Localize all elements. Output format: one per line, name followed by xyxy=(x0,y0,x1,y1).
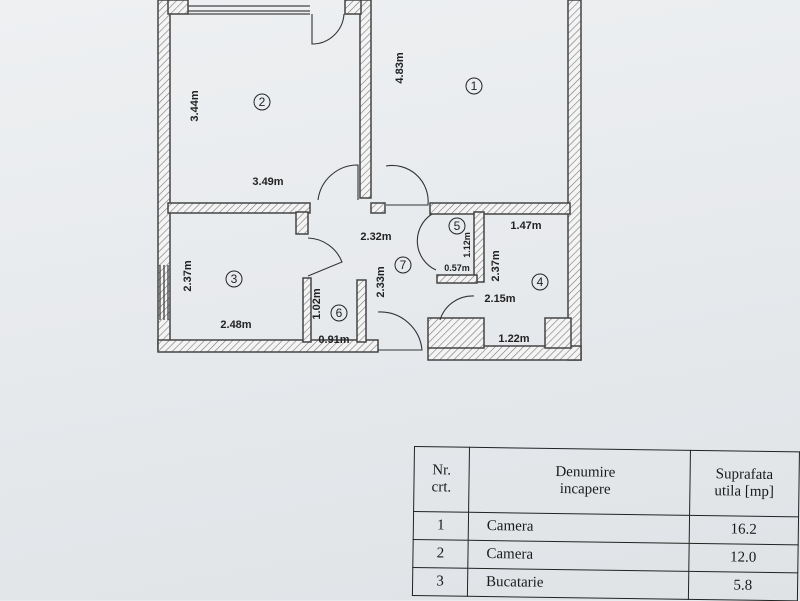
room-number-2: 2 xyxy=(253,93,271,111)
table-row: 3 Bucatarie 5.8 xyxy=(412,567,798,601)
dim-room3-width: 2.48m xyxy=(220,319,251,331)
room-number-6: 6 xyxy=(330,304,348,322)
svg-text:7: 7 xyxy=(400,258,407,272)
dimension-labels: 4.83m 3.44m 3.49m 2.32m 1.47m 1.12m 0.57… xyxy=(182,52,542,346)
dim-closet5-width: 0.57m xyxy=(444,263,470,273)
wall-room1-bottom xyxy=(429,202,571,215)
cell-name: Camera xyxy=(468,512,690,544)
wall-room4-left xyxy=(473,211,485,283)
wall-top-mid xyxy=(344,0,362,15)
dim-room4-top: 1.47m xyxy=(510,220,541,232)
door-closet5 xyxy=(416,213,437,271)
dim-corridor-width: 2.32m xyxy=(360,231,391,243)
wall-room3-right xyxy=(295,211,309,235)
wall-room4-lower-left xyxy=(427,317,485,349)
cell-area: 12.0 xyxy=(688,543,799,573)
cell-nr: 3 xyxy=(412,567,468,597)
door-room1 xyxy=(385,164,429,206)
dim-room4-height: 2.37m xyxy=(490,250,502,281)
header-nr: Nr.crt. xyxy=(413,446,470,513)
wall-closet6-left xyxy=(302,277,312,343)
svg-text:5: 5 xyxy=(454,219,461,233)
svg-text:2: 2 xyxy=(259,95,266,109)
svg-text:1: 1 xyxy=(471,79,478,93)
dim-closet5-height: 1.12m xyxy=(462,232,472,258)
doors xyxy=(307,13,475,351)
window-left xyxy=(159,265,169,320)
dim-room4-bottom: 1.22m xyxy=(498,333,529,345)
wall-closet6-right xyxy=(356,279,367,343)
wall-room4-lower-right xyxy=(544,317,572,349)
dim-room2-height: 3.44m xyxy=(189,90,201,121)
door-room3 xyxy=(307,237,343,277)
window-top xyxy=(188,5,310,15)
wall-closet5-bottom xyxy=(436,274,478,284)
wall-room2-right xyxy=(359,0,372,199)
dim-room2-width: 3.49m xyxy=(252,176,283,188)
dim-room4-width: 2.15m xyxy=(484,293,515,305)
cell-name: Camera xyxy=(467,540,689,572)
wall-right-outer xyxy=(567,0,582,361)
room-number-5: 5 xyxy=(448,217,466,235)
dim-room1-height: 4.83m xyxy=(394,52,406,83)
walls xyxy=(157,0,582,361)
dim-closet6-height: 1.02m xyxy=(311,288,323,319)
cell-area: 5.8 xyxy=(687,571,798,601)
cell-area: 16.2 xyxy=(688,515,799,545)
svg-text:6: 6 xyxy=(336,306,343,320)
svg-text:3: 3 xyxy=(231,272,238,286)
door-room4 xyxy=(439,295,475,321)
room-number-7: 7 xyxy=(394,256,412,274)
cell-nr: 1 xyxy=(413,511,469,541)
dim-closet6-width: 0.91m xyxy=(318,334,349,346)
room-number-1: 1 xyxy=(465,77,483,95)
door-room2-top xyxy=(311,13,345,45)
dim-room3-height: 2.37m xyxy=(182,260,194,291)
wall-room2-bottom xyxy=(167,202,311,214)
room-number-3: 3 xyxy=(225,270,243,288)
wall-top-left xyxy=(167,0,189,15)
svg-text:4: 4 xyxy=(537,275,544,289)
wall-bottom-left xyxy=(157,339,379,353)
room-number-4: 4 xyxy=(531,273,549,291)
door-entrance xyxy=(377,311,423,351)
cell-nr: 2 xyxy=(412,539,469,569)
wall-bottom-right xyxy=(427,345,582,361)
room-numbers: 1 2 3 4 5 6 7 xyxy=(225,77,549,322)
door-room2 xyxy=(317,164,359,201)
dim-corridor-height: 2.33m xyxy=(375,266,387,297)
cell-name: Bucatarie xyxy=(467,568,689,600)
wall-corridor-stub xyxy=(370,202,386,214)
